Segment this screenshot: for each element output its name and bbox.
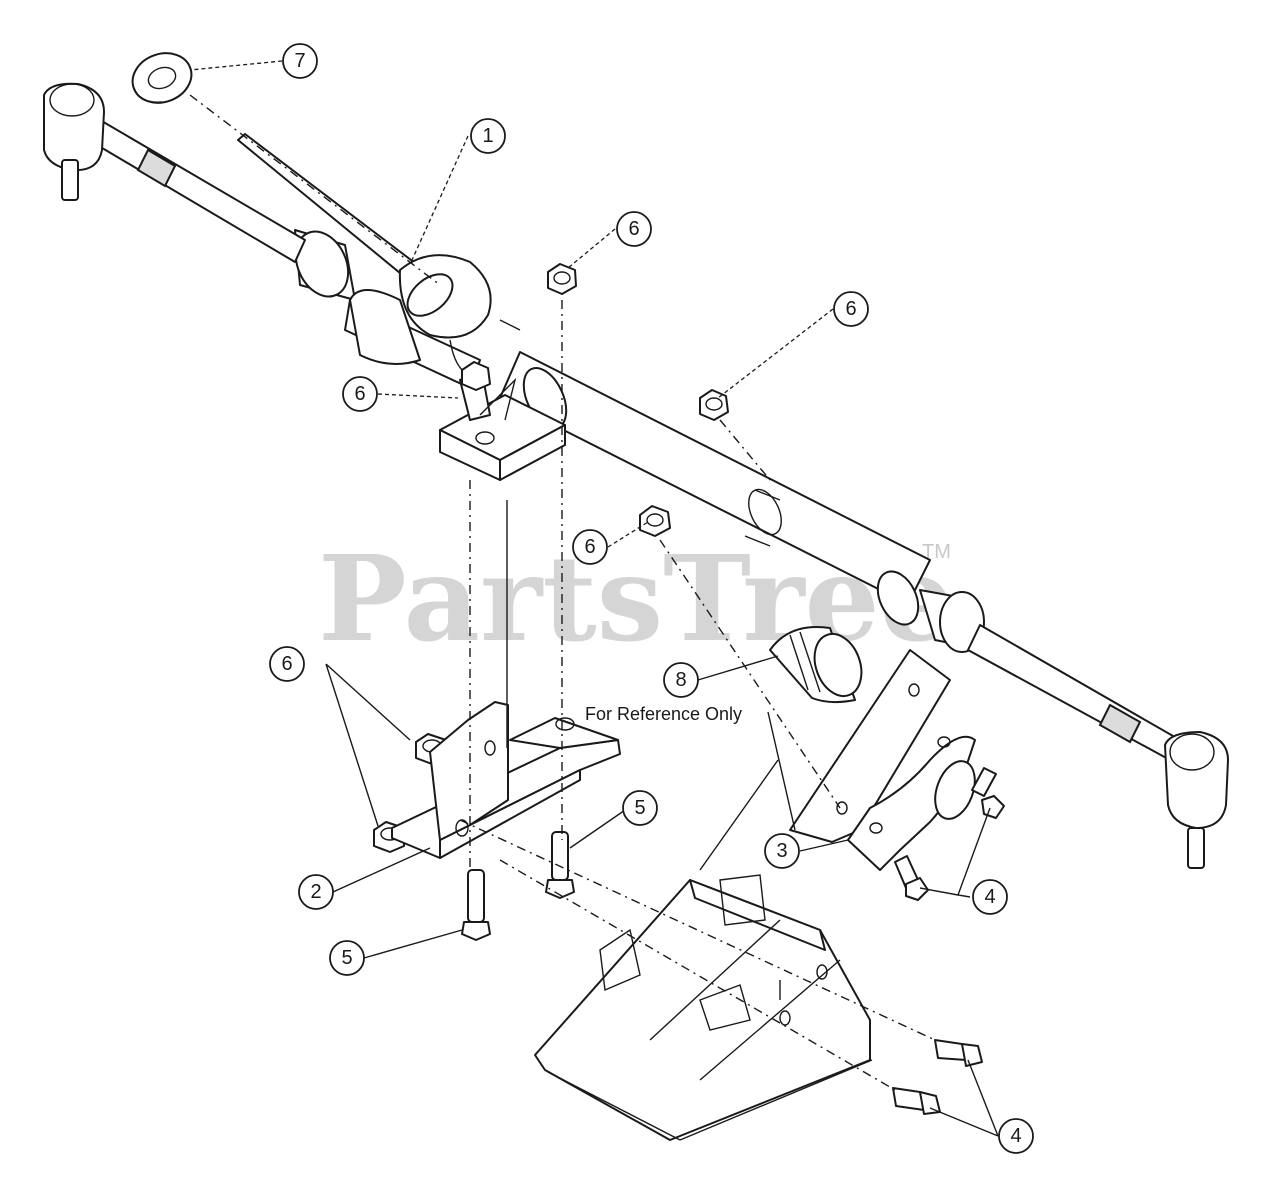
callout-3[interactable]: 3 <box>764 833 800 869</box>
reference-frame <box>534 874 871 1141</box>
callout-6-lower[interactable]: 6 <box>269 646 305 682</box>
callout-4-lower[interactable]: 4 <box>998 1118 1034 1154</box>
bolt-part-5-left[interactable] <box>461 869 491 941</box>
seal-part-7[interactable] <box>126 45 199 111</box>
callout-6-left[interactable]: 6 <box>342 376 378 412</box>
svg-text:7: 7 <box>294 50 305 72</box>
callout-7[interactable]: 7 <box>282 43 318 79</box>
bolt-part-4-clamp-b[interactable] <box>894 855 929 901</box>
callout-6-upper[interactable]: 6 <box>616 211 652 247</box>
svg-text:6: 6 <box>281 653 292 675</box>
svg-text:1: 1 <box>482 125 493 147</box>
clamp-part-3[interactable] <box>847 735 982 871</box>
bracket-part-2[interactable] <box>391 500 621 859</box>
reference-bracket <box>789 649 951 843</box>
callout-5-left[interactable]: 5 <box>329 940 365 976</box>
reference-note: For Reference Only <box>585 704 742 724</box>
bolt-part-4-lower-b[interactable] <box>892 1087 941 1115</box>
svg-text:8: 8 <box>675 669 686 691</box>
svg-text:4: 4 <box>1010 1125 1021 1147</box>
upper-mounting-block[interactable] <box>439 361 566 481</box>
svg-text:5: 5 <box>341 947 352 969</box>
callout-4-upper[interactable]: 4 <box>972 879 1008 915</box>
callout-6-right[interactable]: 6 <box>833 291 869 327</box>
bolt-part-4-clamp-a[interactable] <box>971 767 1005 819</box>
bolt-part-5-right[interactable] <box>545 831 575 899</box>
callout-1[interactable]: 1 <box>470 118 506 154</box>
svg-text:5: 5 <box>634 797 645 819</box>
tie-rod-assembly[interactable] <box>43 82 1229 869</box>
callout-8[interactable]: 8 <box>663 662 699 698</box>
callout-5-right[interactable]: 5 <box>622 790 658 826</box>
hex-nut-upper[interactable] <box>547 263 577 295</box>
assembly-axes <box>189 94 936 1091</box>
bushing-part-8[interactable] <box>769 626 870 704</box>
hex-nut-right[interactable] <box>699 389 729 421</box>
svg-text:3: 3 <box>776 840 787 862</box>
leader-lines <box>189 60 999 1141</box>
svg-text:6: 6 <box>628 218 639 240</box>
svg-text:6: 6 <box>354 383 365 405</box>
svg-text:4: 4 <box>984 886 995 908</box>
svg-text:6: 6 <box>584 536 595 558</box>
callout-2[interactable]: 2 <box>298 874 334 910</box>
bolt-part-4-lower-a[interactable] <box>934 1039 983 1067</box>
callout-6-mid[interactable]: 6 <box>572 529 608 565</box>
hex-nut-mid[interactable] <box>639 505 671 537</box>
watermark-trademark: TM <box>922 541 951 563</box>
svg-text:6: 6 <box>845 298 856 320</box>
svg-text:2: 2 <box>310 881 321 903</box>
